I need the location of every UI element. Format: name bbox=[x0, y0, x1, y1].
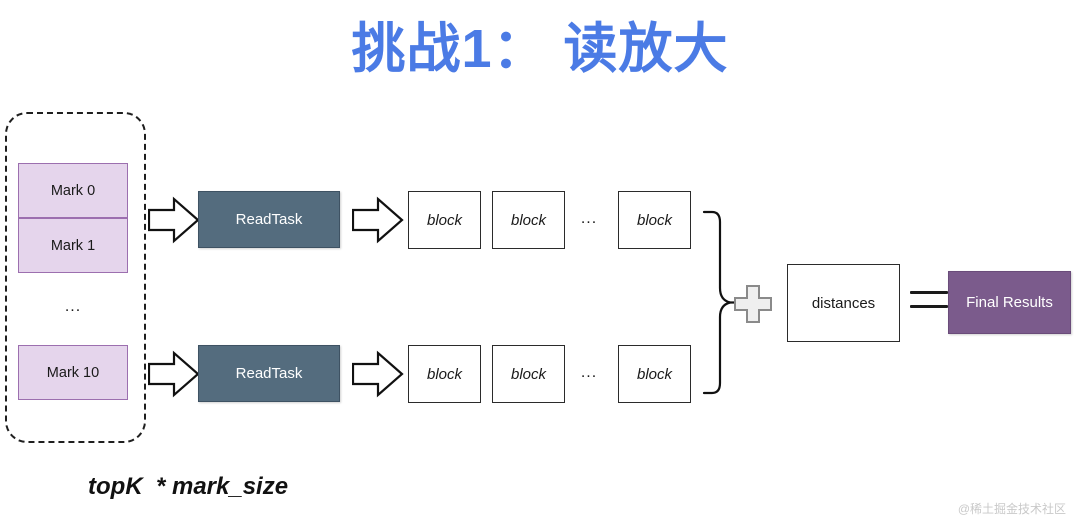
arrow-marks-to-readtask-row1 bbox=[148, 196, 200, 244]
block-box-row2-2: block bbox=[492, 345, 565, 403]
plus-icon bbox=[734, 285, 772, 323]
distances-label: distances bbox=[811, 294, 876, 312]
arrow-readtask-to-blocks-row1 bbox=[352, 196, 404, 244]
marks-container bbox=[5, 112, 146, 443]
mark-label: Mark 10 bbox=[46, 364, 100, 381]
watermark: @稀土掘金技术社区 bbox=[957, 502, 1066, 516]
arrow-marks-to-readtask-row2 bbox=[148, 350, 200, 398]
mark-box-1: Mark 1 bbox=[18, 218, 128, 273]
readtask-label: ReadTask bbox=[235, 211, 303, 228]
page-title: 挑战1： 读放大 bbox=[351, 19, 729, 79]
block-ellipsis-row1: ... bbox=[580, 210, 598, 227]
block-label: block bbox=[510, 211, 547, 229]
block-label: block bbox=[426, 211, 463, 229]
block-box-row1-3: block bbox=[618, 191, 691, 249]
block-ellipsis-row2: ... bbox=[580, 364, 598, 381]
mark-box-10: Mark 10 bbox=[18, 345, 128, 400]
block-box-row2-3: block bbox=[618, 345, 691, 403]
equals-icon bbox=[910, 291, 948, 313]
block-label: block bbox=[426, 365, 463, 383]
equals-bar-top bbox=[910, 291, 948, 294]
readtask-box-row2: ReadTask bbox=[198, 345, 340, 402]
block-label: block bbox=[636, 211, 673, 229]
mark-label: Mark 1 bbox=[50, 237, 96, 254]
mark-box-0: Mark 0 bbox=[18, 163, 128, 218]
block-label: block bbox=[636, 365, 673, 383]
formula-text: topK * mark_size bbox=[88, 473, 289, 500]
block-box-row2-1: block bbox=[408, 345, 481, 403]
block-label: block bbox=[510, 365, 547, 383]
final-results-box: Final Results bbox=[948, 271, 1071, 334]
mark-label: Mark 0 bbox=[50, 182, 96, 199]
distances-box: distances bbox=[787, 264, 900, 342]
readtask-label: ReadTask bbox=[235, 365, 303, 382]
marks-ellipsis: ... bbox=[64, 298, 82, 315]
arrow-readtask-to-blocks-row2 bbox=[352, 350, 404, 398]
readtask-box-row1: ReadTask bbox=[198, 191, 340, 248]
final-results-label: Final Results bbox=[966, 294, 1053, 311]
equals-bar-bottom bbox=[910, 305, 948, 308]
block-box-row1-2: block bbox=[492, 191, 565, 249]
block-box-row1-1: block bbox=[408, 191, 481, 249]
